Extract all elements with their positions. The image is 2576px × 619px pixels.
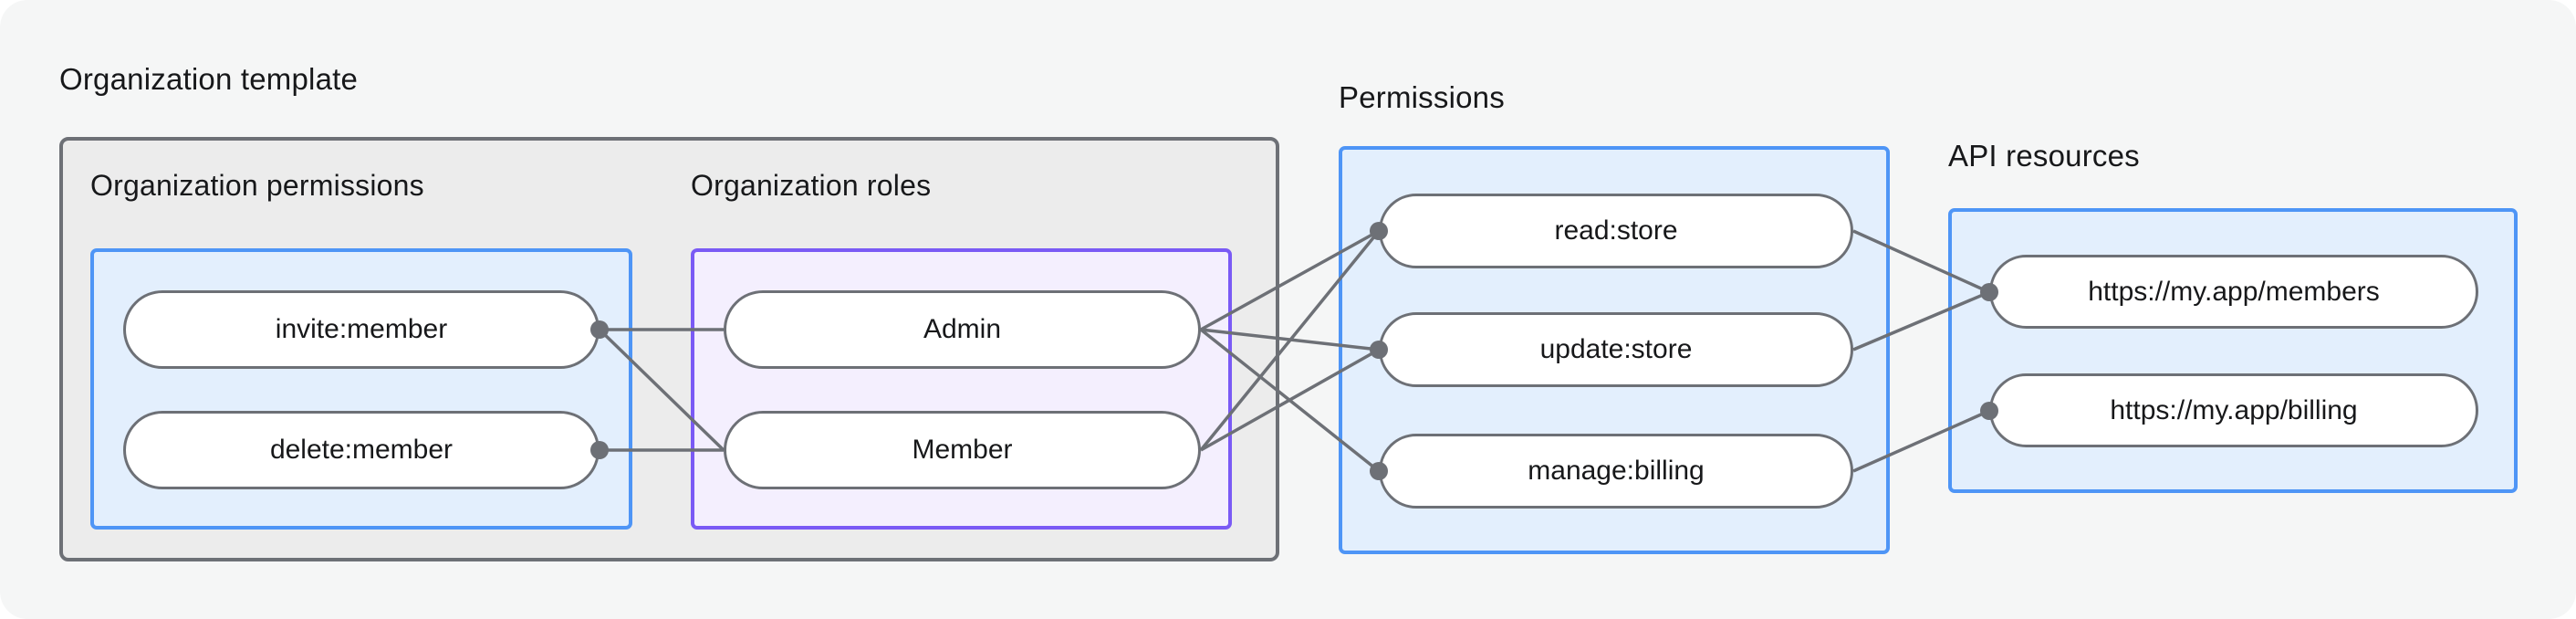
node-invite-member-label: invite:member [275,314,448,344]
node-member-label: Member [912,435,1013,465]
node-manage-billing-label: manage:billing [1528,456,1705,486]
node-billing-url: https://my.app/billing [1989,373,2478,447]
node-members-url-label: https://my.app/members [2088,276,2380,307]
node-update-store: update:store [1379,312,1853,387]
api-resources-box [1948,208,2518,493]
node-read-store-label: read:store [1554,215,1678,246]
node-manage-billing: manage:billing [1379,434,1853,509]
node-admin: Admin [724,290,1201,369]
node-delete-member-label: delete:member [269,435,454,465]
node-members-url: https://my.app/members [1989,255,2478,329]
permissions-title: Permissions [1339,80,1505,114]
organization-roles-title: Organization roles [691,169,932,202]
node-admin-label: Admin [923,314,1002,344]
node-update-store-label: update:store [1539,334,1693,364]
organization-template-title: Organization template [59,62,359,96]
node-delete-member: delete:member [123,411,600,489]
node-invite-member: invite:member [123,290,600,369]
organization-permissions-title: Organization permissions [90,169,424,202]
node-billing-url-label: https://my.app/billing [2110,394,2358,425]
node-read-store: read:store [1379,194,1853,268]
node-member: Member [724,411,1201,489]
api-resources-title: API resources [1948,139,2140,173]
